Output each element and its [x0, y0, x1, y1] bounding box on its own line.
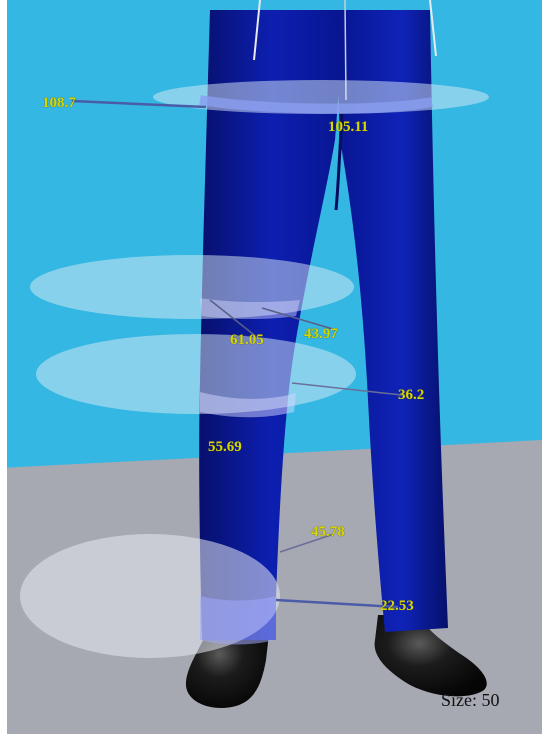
thigh-side-measurement: 43.97: [304, 326, 338, 342]
waist-measurement: 105.11: [328, 119, 369, 135]
left-crease: [253, 0, 261, 61]
crotch-seam: [334, 109, 344, 211]
right-shoe: [374, 615, 487, 697]
calf-leader-line: [279, 533, 335, 553]
outseam-leader-line: [71, 99, 207, 109]
right-pant-leg: [335, 10, 448, 632]
waist-ring: [199, 95, 433, 114]
thigh-side-leader-line: [261, 307, 337, 331]
ankle-ring: [200, 596, 276, 645]
thigh-disc: [30, 255, 354, 319]
thigh-measurement: 61.05: [230, 332, 264, 348]
knee-side-measurement: 36.2: [398, 387, 425, 403]
outseam-measurement: 108.7: [42, 95, 76, 111]
calf-measurement: 45.78: [311, 524, 345, 540]
ankle-measurement: 22.53: [380, 598, 414, 614]
left-pant-leg: [199, 10, 345, 640]
knee-measurement: 55.69: [208, 439, 242, 455]
thigh-leader-line: [209, 299, 259, 339]
left-border: [0, 0, 7, 734]
knee-side-leader-line: [291, 382, 403, 396]
size-label: Size: 50: [441, 690, 500, 710]
thigh-ring: [200, 298, 300, 319]
knee-disc: [36, 334, 356, 414]
ankle-leader-line: [275, 598, 399, 609]
right-crease: [429, 0, 437, 57]
knee-ring: [200, 392, 296, 418]
